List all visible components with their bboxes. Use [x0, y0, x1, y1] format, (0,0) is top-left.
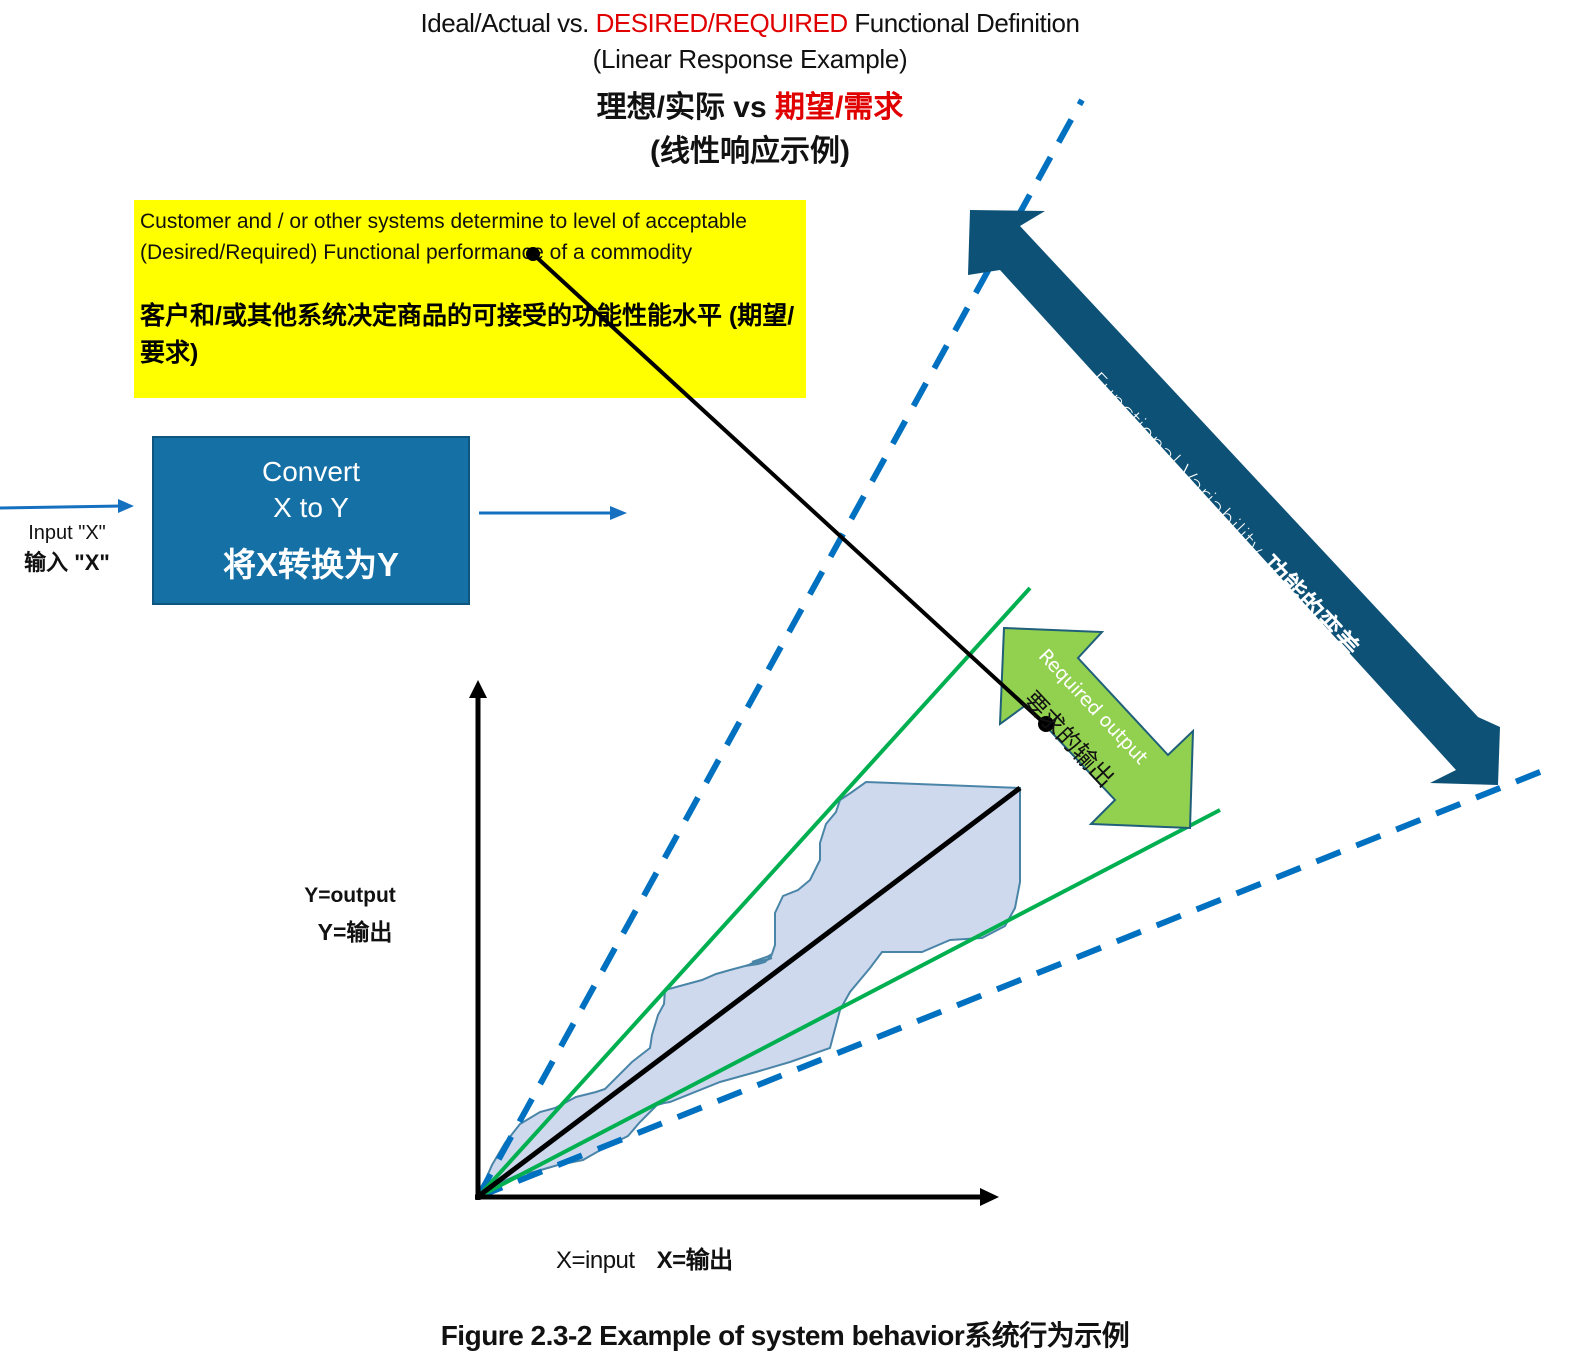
upper-required-limit-line — [476, 586, 1032, 1199]
input-arrow-head — [118, 499, 134, 513]
input-label: Input "X" 输入 "X" — [0, 518, 134, 578]
required-output-arrow — [998, 626, 1195, 830]
title-line-2: (Linear Response Example) — [592, 44, 908, 74]
input-arrow — [0, 499, 134, 513]
functional-variability-arrow — [968, 210, 1500, 785]
y-axis-label-en: Y=output — [304, 884, 396, 907]
connector-line — [531, 252, 1047, 726]
title-prefix: Ideal/Actual vs. — [420, 8, 596, 38]
ideal-response-line — [478, 786, 1022, 1197]
x-axis — [475, 1188, 999, 1206]
x-axis-label-zh: X=输出 — [656, 1247, 734, 1274]
title-line-1: Ideal/Actual vs. DESIRED/REQUIRED Functi… — [0, 8, 1500, 39]
title-line-4: (线性响应示例) — [650, 135, 850, 168]
x-axis-arrowhead — [980, 1188, 999, 1206]
output-arrow-head — [610, 506, 627, 520]
process-line-1: Convert — [261, 456, 361, 487]
y-axis-label: Y=output Y=输出 — [290, 878, 410, 950]
output-arrow — [479, 506, 627, 520]
title-zh-prefix: 理想/实际 vs — [596, 91, 776, 124]
title-suffix: Functional Definition — [847, 8, 1080, 38]
note-text-en: Customer and / or other systems determin… — [140, 210, 747, 264]
input-label-zh: 输入 "X" — [24, 550, 110, 575]
connector-dot-end — [1038, 716, 1054, 732]
input-label-en: Input "X" — [28, 522, 106, 544]
convert-process-box: Convert X to Y 将X转换为Y — [152, 436, 470, 605]
process-line-2: X to Y — [273, 492, 349, 523]
upper-variability-limit-line — [475, 98, 1085, 1199]
y-axis-arrowhead — [469, 680, 487, 698]
y-axis — [469, 680, 487, 1200]
lower-variability-limit-line — [476, 767, 1547, 1200]
note-text-zh: 客户和/或其他系统决定商品的可接受的功能性能水平 (期望/要求) — [140, 302, 795, 367]
figure-caption: Figure 2.3-2 Example of system behavior系… — [440, 1320, 1130, 1351]
customer-requirement-note: Customer and / or other systems determin… — [134, 200, 806, 398]
lower-required-limit-line — [477, 808, 1221, 1199]
process-line-3-zh: 将X转换为Y — [222, 546, 400, 583]
x-axis-label: X=input X=输出 — [556, 1240, 733, 1275]
title-line-3: 理想/实际 vs 期望/需求 — [0, 82, 1500, 126]
title-highlight: DESIRED/REQUIRED — [595, 8, 849, 38]
y-axis-label-zh: Y=输出 — [317, 919, 393, 945]
title-zh-highlight: 期望/需求 — [775, 91, 904, 124]
connector-dot-start — [526, 247, 540, 261]
x-axis-label-en: X=input — [556, 1247, 635, 1274]
